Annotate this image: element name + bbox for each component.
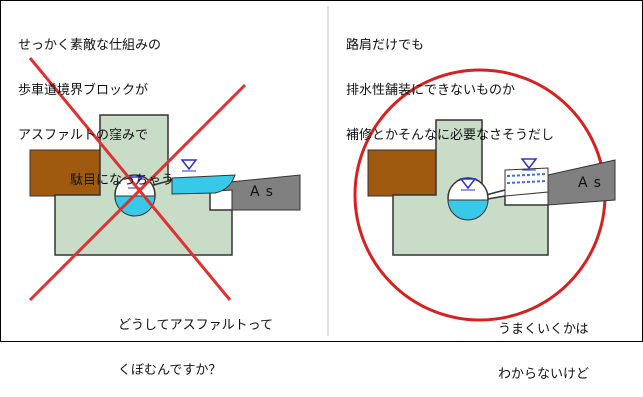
right-asphalt-layer <box>547 159 616 206</box>
caption-line: 歩車道境界ブロックが <box>18 83 149 98</box>
question-line: どうしてアスファルトって <box>118 318 273 333</box>
right-as-label: As <box>578 175 607 191</box>
left-drainage-diagram <box>28 57 301 302</box>
left-question: どうしてアスファルトって くぼむんですか？ <box>118 288 273 393</box>
triangle-down-icon <box>459 178 477 191</box>
triangle-down-icon <box>520 158 538 171</box>
right-permeable-strip <box>504 167 549 197</box>
right-caption: 路肩だけでも 排水性舗装にできないものか 補修とかそんなに必要なさそうだし <box>346 8 554 158</box>
caption-line: 排水性舗装にできないものか <box>346 83 516 98</box>
note-line: うまくいくかは <box>498 322 589 337</box>
caption-line: 補修とかそんなに必要なさそうだし <box>346 128 555 143</box>
x-mark-icon <box>28 57 247 302</box>
right-drainage-diagram <box>353 68 616 322</box>
caption-line: アスファルトの窪みで <box>18 128 149 143</box>
right-pipe-water <box>447 199 489 221</box>
left-pipe-water <box>114 195 156 217</box>
right-note: うまくいくかは わからないけど <box>498 292 589 397</box>
caption-line: 路肩だけでも <box>346 38 425 53</box>
triangle-down-icon <box>180 159 198 172</box>
caption-line: せっかく素敵な仕組みの <box>18 38 162 53</box>
question-line: くぼむんですか？ <box>118 363 222 378</box>
left-as-label: As <box>250 184 279 200</box>
note-line: わからないけど <box>498 367 590 382</box>
left-curb-cap <box>29 149 101 197</box>
caption-line: 駄目になっちゃう <box>18 173 175 188</box>
left-caption: せっかく素敵な仕組みの 歩車道境界ブロックが アスファルトの窪みで 駄目になっち… <box>18 8 174 203</box>
left-inlet-slot <box>149 179 173 187</box>
left-puddle <box>171 174 236 195</box>
permeable-dots <box>506 173 547 177</box>
right-curb-cap <box>367 149 437 197</box>
permeable-dots <box>506 180 547 184</box>
diagram-canvas <box>28 6 616 336</box>
